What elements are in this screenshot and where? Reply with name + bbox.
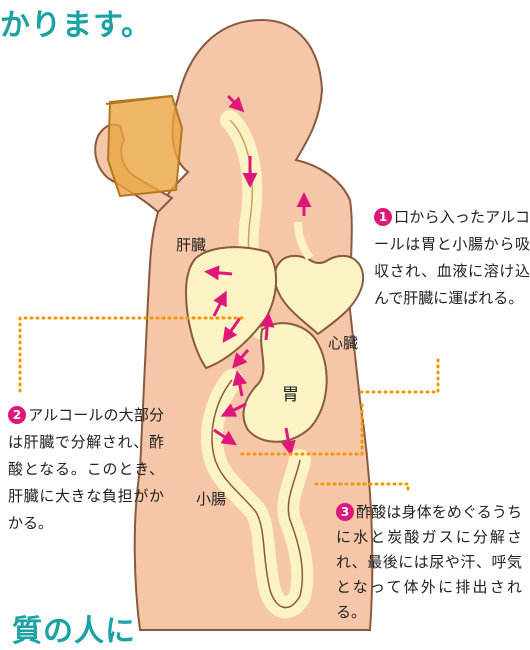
heart-label: 心臓: [328, 332, 358, 353]
callout-text-2: アルコールの大部分は肝臓で分解され、酢酸となる。このとき、肝臓に大きな負担がかか…: [8, 406, 164, 532]
small-intestine-label: 小腸: [196, 488, 226, 509]
callout-text-3: 酢酸は身体をめぐるうちに水と炭酸ガスに分解され、最後には尿や汗、呼気となって体外…: [336, 503, 522, 621]
next-section-heading-fragment: 質の人に: [12, 606, 136, 650]
stomach-label: 胃: [282, 380, 299, 405]
leader-line-1: [360, 360, 438, 392]
flow-arrow: [266, 318, 268, 340]
callout-1: 1口から入ったアルコールは胃と小腸から吸収され、血液に溶け込んで肝臓に運ばれる。: [374, 204, 530, 312]
beverage-glass: [108, 96, 182, 196]
callout-2: 2アルコールの大部分は肝臓で分解され、酢酸となる。このとき、肝臓に大きな負担がか…: [8, 402, 164, 537]
callout-number-1: 1: [374, 208, 392, 226]
callout-3: 3酢酸は身体をめぐるうちに水と炭酸ガスに分解され、最後には尿や汗、呼気となって体…: [336, 500, 522, 625]
callout-text-1: 口から入ったアルコールは胃と小腸から吸収され、血液に溶け込んで肝臓に運ばれる。: [374, 208, 530, 307]
liver-label: 肝臓: [176, 234, 206, 255]
callout-number-2: 2: [8, 406, 26, 424]
flow-arrow: [210, 272, 232, 274]
callout-number-3: 3: [336, 503, 354, 521]
